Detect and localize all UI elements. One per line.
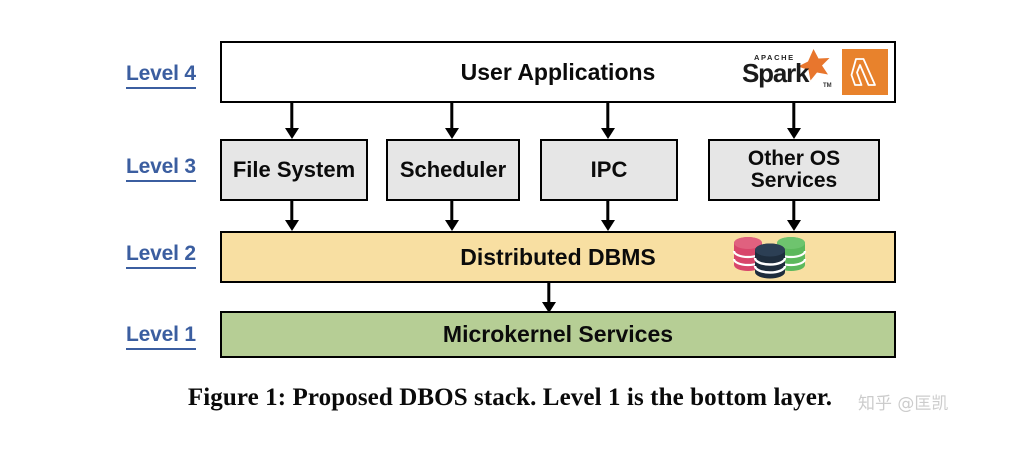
box-microkernel-services: Microkernel Services — [220, 311, 896, 358]
box-ipc-label: IPC — [590, 157, 628, 183]
box-user-applications: User Applications APACHE Spark TM — [220, 41, 896, 103]
box-other-os-line2: Services — [750, 169, 838, 192]
figure-caption: Figure 1: Proposed DBOS stack. Level 1 i… — [187, 384, 833, 411]
spark-word-text: Spark — [742, 58, 809, 88]
spark-apache-text: APACHE — [754, 53, 795, 62]
box-file-system-label: File System — [232, 157, 356, 183]
spark-star-icon — [798, 49, 830, 81]
box-file-system: File System — [220, 139, 368, 201]
box-distributed-dbms: Distributed DBMS — [220, 231, 896, 283]
level-1-label: Level 1 — [126, 323, 196, 350]
box-other-os-services-label: Other OS Services — [747, 146, 841, 193]
box-user-applications-label: User Applications — [460, 58, 656, 85]
apache-spark-logo: APACHE Spark TM — [740, 49, 836, 95]
level-4-label: Level 4 — [126, 62, 196, 89]
lambda-glyph-icon — [850, 58, 876, 86]
level-2-label: Level 2 — [126, 242, 196, 269]
database-stack-icon — [732, 237, 807, 279]
box-distributed-dbms-label: Distributed DBMS — [460, 243, 656, 270]
box-scheduler-label: Scheduler — [399, 157, 507, 183]
level-3-label: Level 3 — [126, 155, 196, 182]
box-microkernel-services-label: Microkernel Services — [442, 321, 674, 348]
box-scheduler: Scheduler — [386, 139, 520, 201]
spark-tm-text: TM — [823, 82, 832, 89]
box-other-os-services: Other OS Services — [708, 139, 880, 201]
level-4-logo-row: APACHE Spark TM — [740, 49, 888, 95]
aws-lambda-logo — [842, 49, 888, 95]
box-ipc: IPC — [540, 139, 678, 201]
box-other-os-line1: Other OS — [747, 146, 841, 170]
